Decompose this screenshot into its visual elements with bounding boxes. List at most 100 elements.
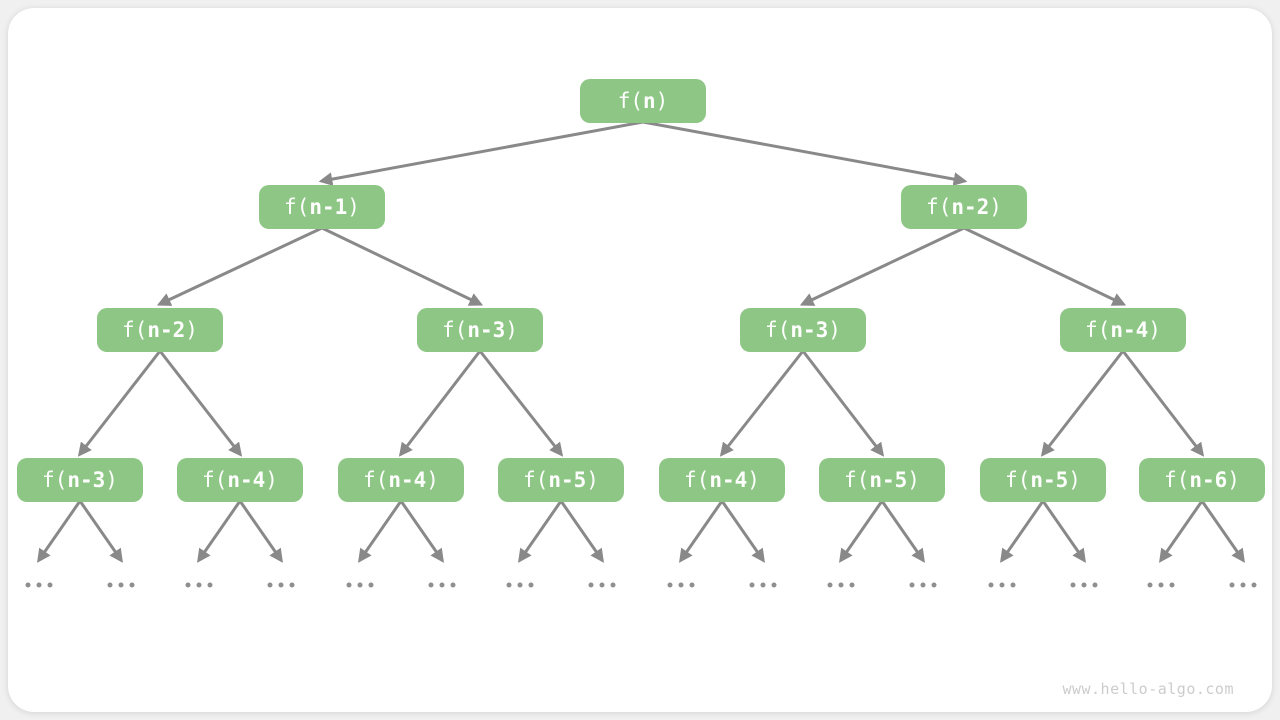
ellipsis-dot (196, 582, 202, 588)
node-label-post: ) (185, 317, 198, 342)
node-label-pre: f( (284, 194, 310, 219)
node-label-arg: n-3 (790, 317, 829, 342)
node-label-post: ) (747, 467, 760, 492)
tree-node-f(n-4): f(n-4) (1060, 308, 1186, 352)
ellipsis-dot (506, 582, 512, 588)
node-label-pre: f( (844, 467, 870, 492)
tree-node-f(n-5): f(n-5) (980, 458, 1106, 502)
ellipsis-dot (909, 582, 915, 588)
ellipsis (1229, 582, 1257, 588)
ellipsis-dot (1070, 582, 1076, 588)
node-label-post: ) (426, 467, 439, 492)
ellipsis-dot (368, 582, 374, 588)
ellipsis-dot (988, 582, 994, 588)
ellipsis-dot (749, 582, 755, 588)
ellipsis-dot (47, 582, 53, 588)
ellipsis-dot (346, 582, 352, 588)
node-label-post: ) (347, 194, 360, 219)
edge-arrow (398, 349, 482, 457)
ellipsis (988, 582, 1016, 588)
ellipsis-dot (185, 582, 191, 588)
ellipsis (107, 582, 135, 588)
node-label-arg: n-6 (1189, 467, 1228, 492)
node-label-pre: f( (442, 317, 468, 342)
node-label-post: ) (1227, 467, 1240, 492)
ellipsis-dot (36, 582, 42, 588)
edge-arrow (719, 349, 805, 457)
node-label-arg: n-2 (951, 194, 990, 219)
edge-arrow (801, 349, 885, 457)
ellipsis-dot (1240, 582, 1246, 588)
ellipsis-dot (1081, 582, 1087, 588)
ellipsis-dot (357, 582, 363, 588)
node-label-arg: n-1 (309, 194, 348, 219)
ellipsis-dot (849, 582, 855, 588)
node-label-post: ) (655, 88, 669, 113)
node-label-pre: f( (617, 88, 643, 113)
node-label-pre: f( (926, 194, 952, 219)
tree-node-f(n-5): f(n-5) (498, 458, 624, 502)
node-label-arg: n-5 (869, 467, 908, 492)
edge-arrow (679, 499, 724, 563)
ellipsis-dot (1147, 582, 1153, 588)
node-label-pre: f( (1005, 467, 1031, 492)
node-label-post: ) (828, 317, 841, 342)
ellipsis-dot (428, 582, 434, 588)
ellipsis-dot (610, 582, 616, 588)
edge-arrow (559, 499, 604, 563)
edge-arrow (318, 120, 645, 186)
ellipsis-dot (827, 582, 833, 588)
ellipsis-dot (207, 582, 213, 588)
node-label-pre: f( (363, 467, 389, 492)
node-label-arg: n-4 (709, 467, 748, 492)
node-label-pre: f( (765, 317, 791, 342)
edge-arrow (156, 226, 324, 306)
diagram-card (8, 8, 1272, 712)
edge-arrow (197, 499, 242, 563)
ellipsis-dot (25, 582, 31, 588)
edge-arrow (1200, 499, 1245, 563)
node-label-post: ) (265, 467, 278, 492)
ellipsis-dot (528, 582, 534, 588)
ellipsis-dot (689, 582, 695, 588)
ellipsis-dot (517, 582, 523, 588)
ellipsis-dot (107, 582, 113, 588)
ellipsis-dot (838, 582, 844, 588)
edge-arrow (962, 226, 1127, 306)
ellipsis (909, 582, 937, 588)
ellipsis-dot (1158, 582, 1164, 588)
ellipsis-dot (1169, 582, 1175, 588)
tree-node-f(n): f(n) (580, 79, 706, 123)
edge-arrow (478, 349, 564, 457)
ellipsis (827, 582, 855, 588)
tree-node-f(n-6): f(n-6) (1139, 458, 1265, 502)
edge-arrow (799, 226, 966, 306)
ellipsis (1070, 582, 1098, 588)
edge-arrow (880, 499, 925, 563)
node-label-arg: n (642, 88, 656, 113)
node-label-arg: n-4 (388, 467, 427, 492)
node-label-pre: f( (42, 467, 68, 492)
ellipsis-dot (450, 582, 456, 588)
node-label-post: ) (1148, 317, 1161, 342)
node-label-post: ) (586, 467, 599, 492)
ellipsis (588, 582, 616, 588)
ellipsis-dot (278, 582, 284, 588)
ellipsis (749, 582, 777, 588)
node-label-arg: n-4 (227, 467, 266, 492)
edge-arrow (1040, 349, 1125, 457)
tree-node-f(n-3): f(n-3) (417, 308, 543, 352)
node-label-pre: f( (1164, 467, 1190, 492)
tree-node-f(n-3): f(n-3) (17, 458, 143, 502)
edge-arrow (158, 349, 243, 457)
node-label-post: ) (907, 467, 920, 492)
ellipsis-dot (931, 582, 937, 588)
edge-arrow (238, 499, 283, 563)
node-label-pre: f( (523, 467, 549, 492)
ellipsis-dot (1251, 582, 1257, 588)
ellipsis (346, 582, 374, 588)
node-label-pre: f( (684, 467, 710, 492)
ellipsis-dot (118, 582, 124, 588)
ellipsis (428, 582, 456, 588)
